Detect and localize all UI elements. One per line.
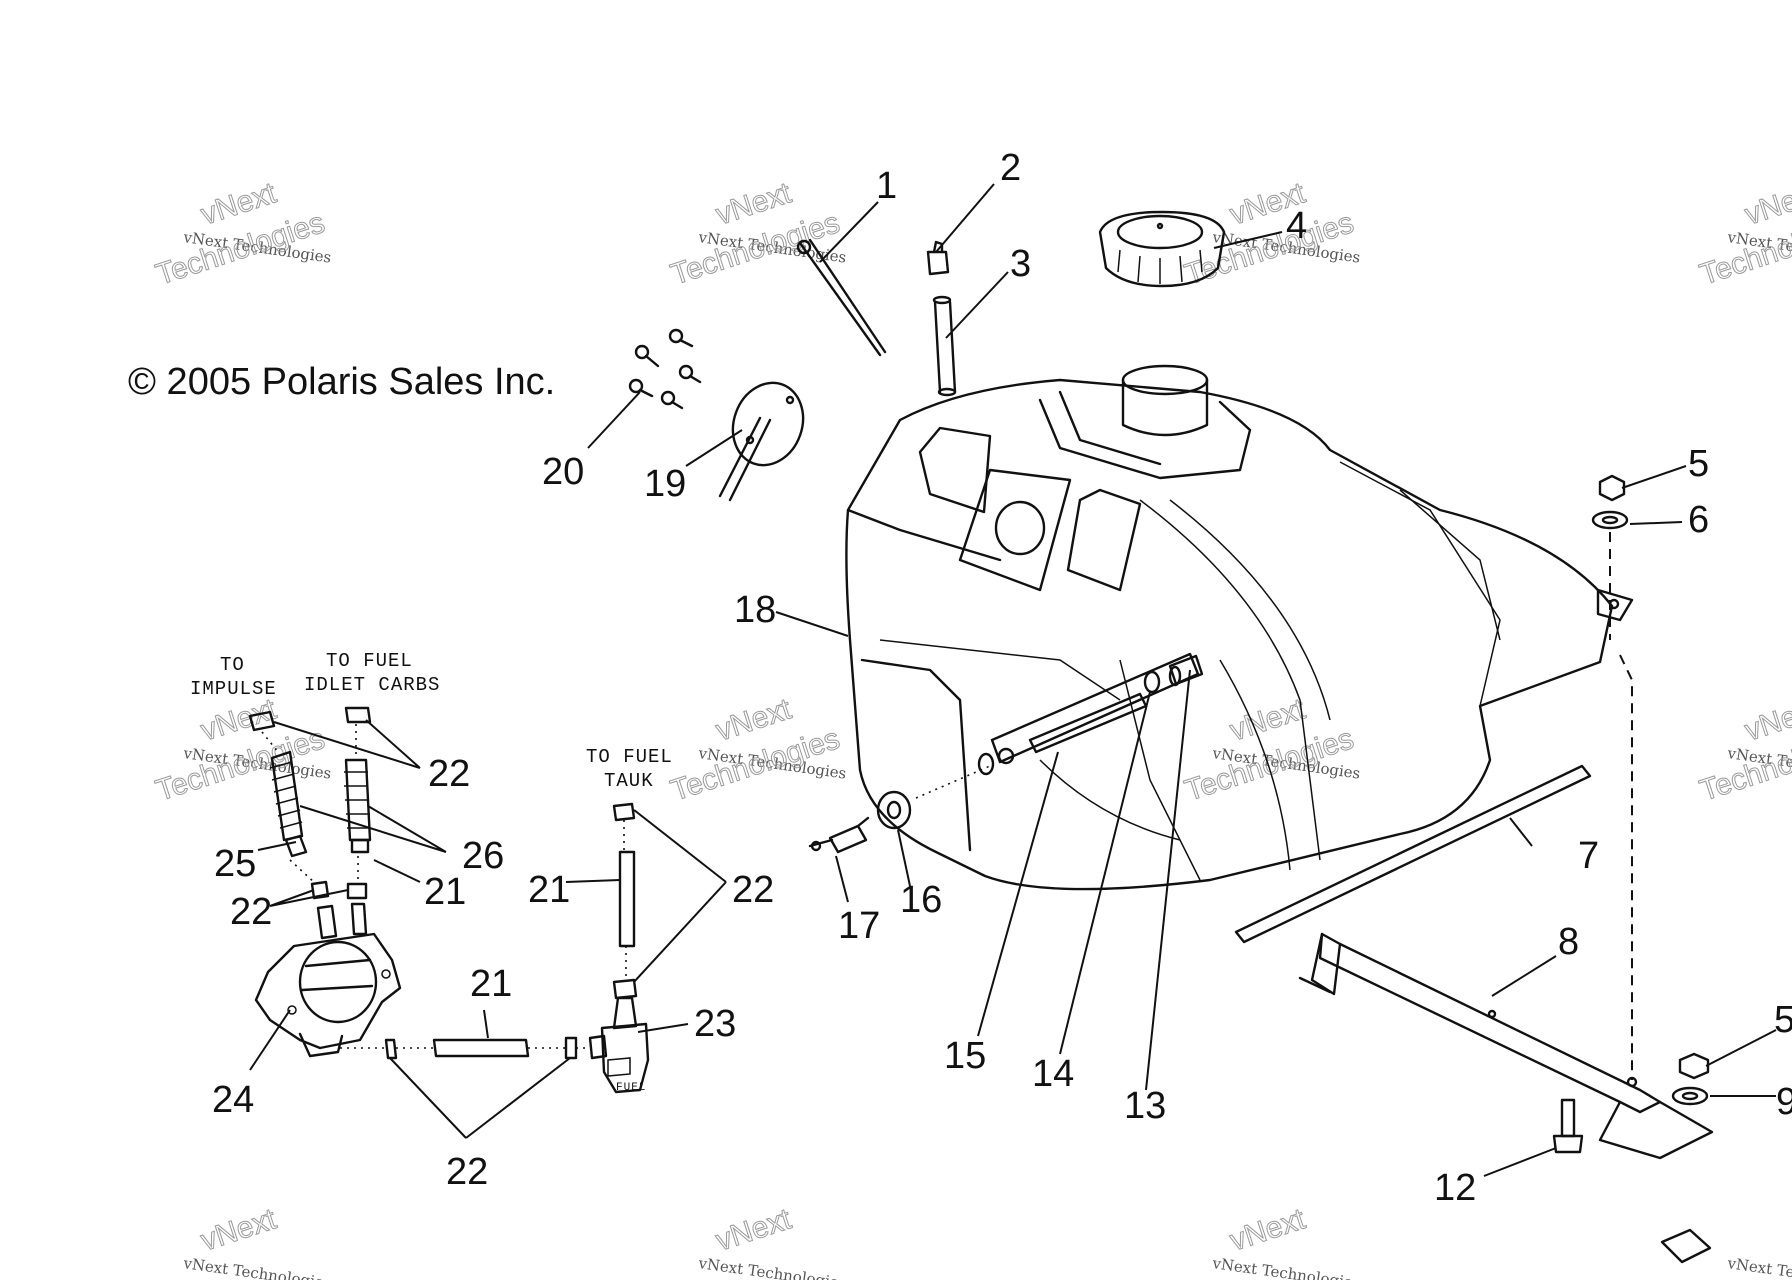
callout-21-hose: 21 xyxy=(470,963,512,1005)
watermark-mid-right: vNext Technologies vNext Technologies xyxy=(1180,692,1361,808)
part-22-clamps-left xyxy=(248,706,372,900)
svg-text:vNext: vNext xyxy=(712,1202,796,1257)
part-20-screws xyxy=(628,328,702,410)
watermark-bottom-right: vNext Technologies vNext xyxy=(1210,1202,1361,1280)
callout-21-vertical: 21 xyxy=(528,869,570,911)
part-3-tube xyxy=(932,295,957,397)
callout-1: 1 xyxy=(876,165,897,207)
callout-8: 8 xyxy=(1558,921,1579,963)
part-13-bolt xyxy=(1168,654,1204,687)
part-15-strap xyxy=(977,652,1200,776)
part-9-washer xyxy=(1671,1086,1709,1106)
valve-fuel-label: FUEL xyxy=(616,1082,646,1094)
part-4-fuel-cap xyxy=(1098,210,1226,288)
callout-15: 15 xyxy=(944,1035,986,1077)
callout-labels: 1 2 3 4 5 6 7 8 5 9 12 13 14 15 16 17 18… xyxy=(212,147,1792,1209)
watermark-mid-left: vNext Technologies vNext Technologies xyxy=(151,692,332,808)
callout-9: 9 xyxy=(1776,1081,1792,1123)
watermark-bottom-left: vNext Technologies vNext xyxy=(181,1202,332,1280)
watermark-mid-far-right: vNext Technologies vNext Technologies xyxy=(1695,692,1792,808)
callout-17: 17 xyxy=(838,905,880,947)
svg-text:vNext Technologies: vNext Technologies xyxy=(1210,1254,1361,1280)
part-5-nut-top xyxy=(1598,474,1626,502)
bottom-right-washer xyxy=(1660,1228,1712,1264)
part-2-grommet xyxy=(926,240,950,276)
part-14-spacer xyxy=(1143,670,1161,694)
svg-text:vNext Technologies: vNext Technologies xyxy=(181,1254,332,1280)
callout-20: 20 xyxy=(542,451,584,493)
part-17-fitting xyxy=(808,816,870,854)
callout-24: 24 xyxy=(212,1079,254,1121)
watermark-top-left: vNext Technologies vNext Technologies xyxy=(151,176,332,292)
part-16-grommet xyxy=(876,790,912,830)
hose-dotted-vertical xyxy=(623,820,627,982)
watermark-bottom-far-right: vNext Technologies xyxy=(1725,1254,1792,1280)
callout-21-boot: 21 xyxy=(424,871,466,913)
note-to-carbs-line1: TO FUEL xyxy=(326,650,413,672)
part-8-bracket xyxy=(1298,932,1714,1160)
leader-dotted-16 xyxy=(915,765,991,799)
callout-16: 16 xyxy=(900,879,942,921)
part-26-boot xyxy=(344,758,372,854)
part-12-bolt xyxy=(1552,1098,1584,1154)
callout-12: 12 xyxy=(1434,1167,1476,1209)
svg-text:vNext Technologies: vNext Technologies xyxy=(696,1254,847,1280)
watermark-top-center: vNext Technologies vNext Technologies xyxy=(666,176,847,292)
callout-25: 25 xyxy=(214,843,256,885)
part-19-sender-plate xyxy=(718,381,805,502)
leader-lines xyxy=(249,183,1777,1177)
watermark-mid-center: vNext Technologies vNext Technologies xyxy=(666,692,847,808)
part-6-washer xyxy=(1591,510,1629,530)
svg-text:vNext: vNext xyxy=(1226,1202,1310,1257)
callout-5-top: 5 xyxy=(1688,443,1709,485)
svg-text:vNext: vNext xyxy=(1741,692,1792,747)
callout-22-top: 22 xyxy=(428,753,470,795)
part-7-pad xyxy=(1234,764,1592,944)
callout-6: 6 xyxy=(1688,499,1709,541)
callout-7: 7 xyxy=(1578,835,1599,877)
callout-22-bottom: 22 xyxy=(446,1151,488,1193)
part-21-hose-horizontal xyxy=(384,1036,578,1060)
part-23-fuel-valve: FUEL xyxy=(588,978,650,1094)
part-25-boot xyxy=(269,750,308,858)
note-to-impulse-line2: IMPULSE xyxy=(190,678,277,700)
watermark-top-far-right: vNext Technologies vNext Technologies xyxy=(1695,176,1792,292)
watermark-bottom-center: vNext Technologies vNext xyxy=(696,1202,847,1280)
callout-14: 14 xyxy=(1032,1053,1074,1095)
callout-26: 26 xyxy=(462,835,504,877)
callout-23: 23 xyxy=(694,1003,736,1045)
svg-text:vNext Technologies: vNext Technologies xyxy=(1725,1254,1792,1280)
note-to-tank-line2: TAUK xyxy=(604,770,654,792)
callout-5-bottom: 5 xyxy=(1774,999,1792,1041)
svg-text:vNext: vNext xyxy=(1741,176,1792,231)
mount-dashed-line xyxy=(1609,532,1633,1080)
callout-22-right: 22 xyxy=(732,869,774,911)
callout-22-left: 22 xyxy=(230,891,272,933)
callout-2: 2 xyxy=(1000,147,1021,189)
callout-13: 13 xyxy=(1124,1085,1166,1127)
note-to-impulse-line1: TO xyxy=(220,654,245,676)
svg-text:vNext: vNext xyxy=(197,1202,281,1257)
part-5-nut-bottom xyxy=(1678,1052,1710,1080)
note-to-carbs-line2: IDLET CARBS xyxy=(304,674,440,696)
callout-3: 3 xyxy=(1010,243,1031,285)
copyright-notice: © 2005 Polaris Sales Inc. xyxy=(128,361,555,403)
part-18-fuel-tank xyxy=(845,364,1634,891)
callout-18: 18 xyxy=(734,589,776,631)
callout-4: 4 xyxy=(1286,205,1307,247)
part-24-fuel-pump xyxy=(254,902,402,1058)
callout-19: 19 xyxy=(644,463,686,505)
note-to-tank-line1: TO FUEL xyxy=(586,746,673,768)
part-21-hose-vertical xyxy=(612,802,636,948)
